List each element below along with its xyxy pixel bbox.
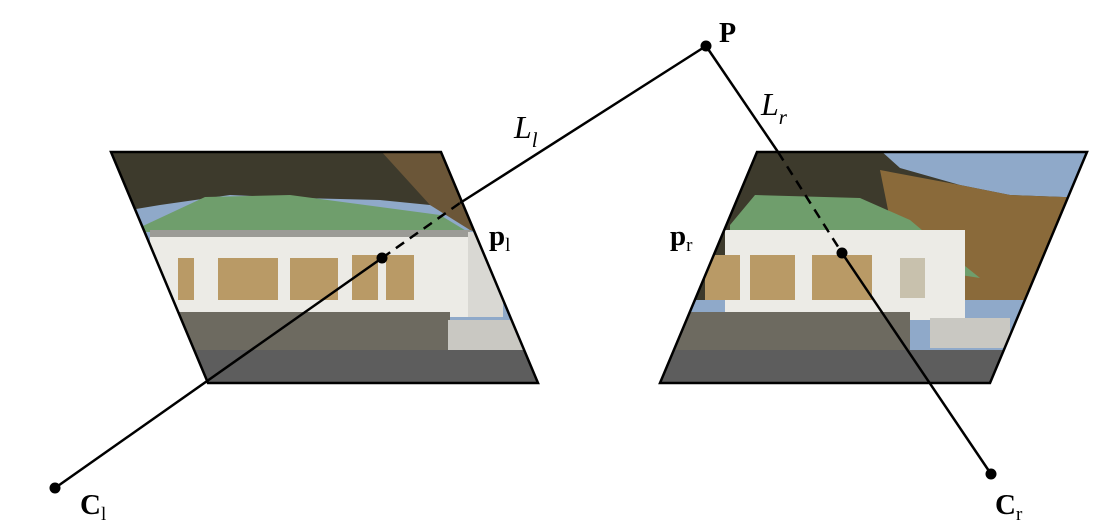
right-ray-label: Lr <box>760 86 788 129</box>
left-camera-label: Cl <box>80 489 106 525</box>
right-building-photo <box>660 152 1087 383</box>
world-point-label: P <box>719 18 736 49</box>
left-building-photo <box>111 152 538 383</box>
right-ray-segment-to-point <box>704 45 780 153</box>
right-image-frame <box>658 150 1089 385</box>
right-ray-segment-camera <box>840 252 993 475</box>
left-ray-label: Ll <box>513 109 538 152</box>
left-projection-dot <box>376 252 388 264</box>
left-camera-center-dot <box>49 482 61 494</box>
left-image-plane <box>109 150 540 385</box>
world-point-dot <box>700 40 712 52</box>
right-ray-segment-dashed <box>776 151 844 254</box>
right-projection-label: pr <box>670 220 693 256</box>
right-camera-center-dot <box>985 468 997 480</box>
left-ray-segment-to-point <box>459 44 707 205</box>
left-ray-segment-camera <box>54 256 383 490</box>
right-camera-label: Cr <box>995 489 1023 525</box>
left-image-frame <box>109 150 540 385</box>
left-projection-label: pl <box>489 220 510 256</box>
right-projection-dot <box>836 247 848 259</box>
right-image-plane <box>658 150 1089 385</box>
